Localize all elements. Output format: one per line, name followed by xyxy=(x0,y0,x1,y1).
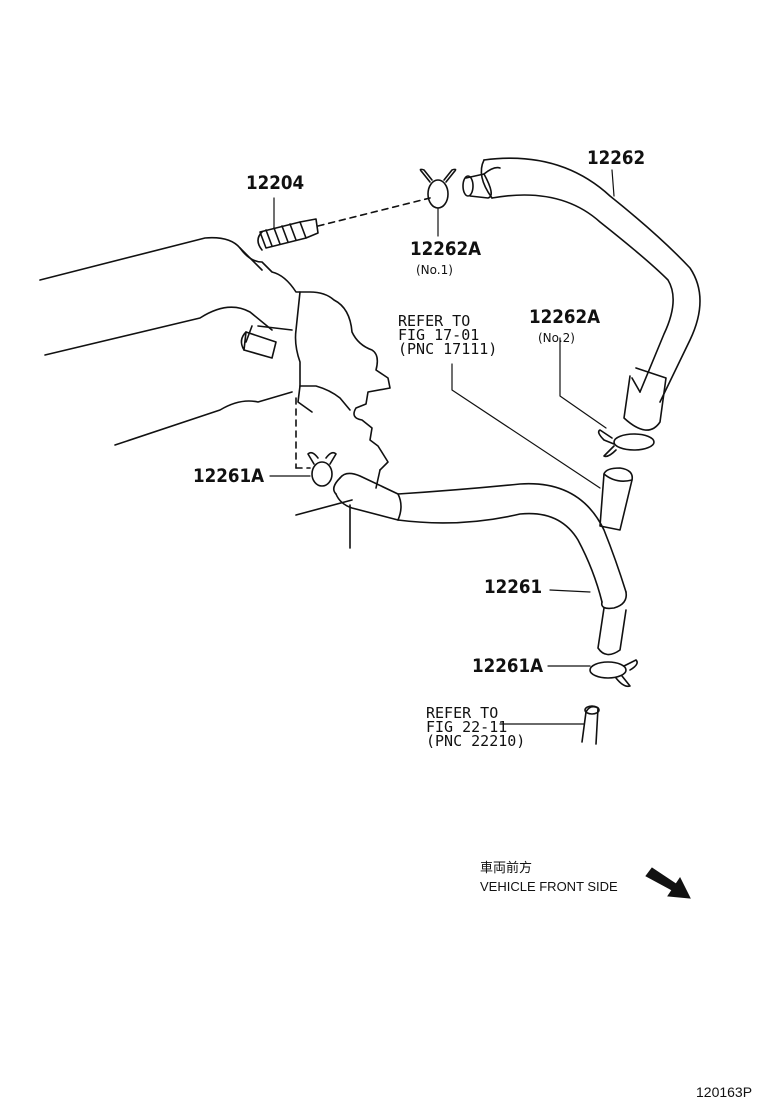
ref-line-2: FIG 22-11 xyxy=(426,718,508,736)
reference-fig-22-11: REFER TO FIG 22-11 (PNC 22210) xyxy=(426,704,526,750)
part-label-12204: 12204 xyxy=(246,172,305,194)
part-label-12262A-no1: 12262A xyxy=(410,238,482,260)
hose-12261 xyxy=(332,472,628,656)
part-label-12262A-no2: 12262A xyxy=(529,306,601,328)
part-label-12262: 12262 xyxy=(587,147,646,169)
part-note-no1: (No.1) xyxy=(416,263,453,277)
clip-12262A-no2 xyxy=(597,429,655,458)
part-label-12261A-lower: 12261A xyxy=(472,655,544,677)
direction-label-jp: 車両前方 xyxy=(480,861,533,876)
clip-12262A-no1 xyxy=(419,168,457,209)
dashed-connection-line xyxy=(317,197,431,227)
direction-label-en: VEHICLE FRONT SIDE xyxy=(480,879,618,894)
clip-12261A-upper xyxy=(307,451,337,487)
clip-12261A-lower xyxy=(589,659,638,688)
ref-line-2: FIG 17-01 xyxy=(398,326,480,344)
part-label-12261: 12261 xyxy=(484,576,543,598)
pipe-stub-lower xyxy=(581,705,600,745)
ref-line-3: (PNC 22210) xyxy=(426,732,526,750)
ref-line-1: REFER TO xyxy=(398,312,471,330)
arrow-icon xyxy=(645,867,691,899)
pipe-stub-upper xyxy=(599,467,634,531)
diagram-code: 120163P xyxy=(696,1084,753,1100)
ref-line-3: (PNC 17111) xyxy=(398,340,498,358)
engine-block-outline xyxy=(39,236,391,549)
sensor-12204 xyxy=(257,218,319,251)
leader-lines xyxy=(269,169,615,725)
part-label-12261A-upper: 12261A xyxy=(193,465,265,487)
part-note-no2: (No.2) xyxy=(538,331,575,345)
hose-12262 xyxy=(462,157,701,431)
reference-fig-17-01: REFER TO FIG 17-01 (PNC 17111) xyxy=(398,312,498,358)
ref-line-1: REFER TO xyxy=(426,704,499,722)
